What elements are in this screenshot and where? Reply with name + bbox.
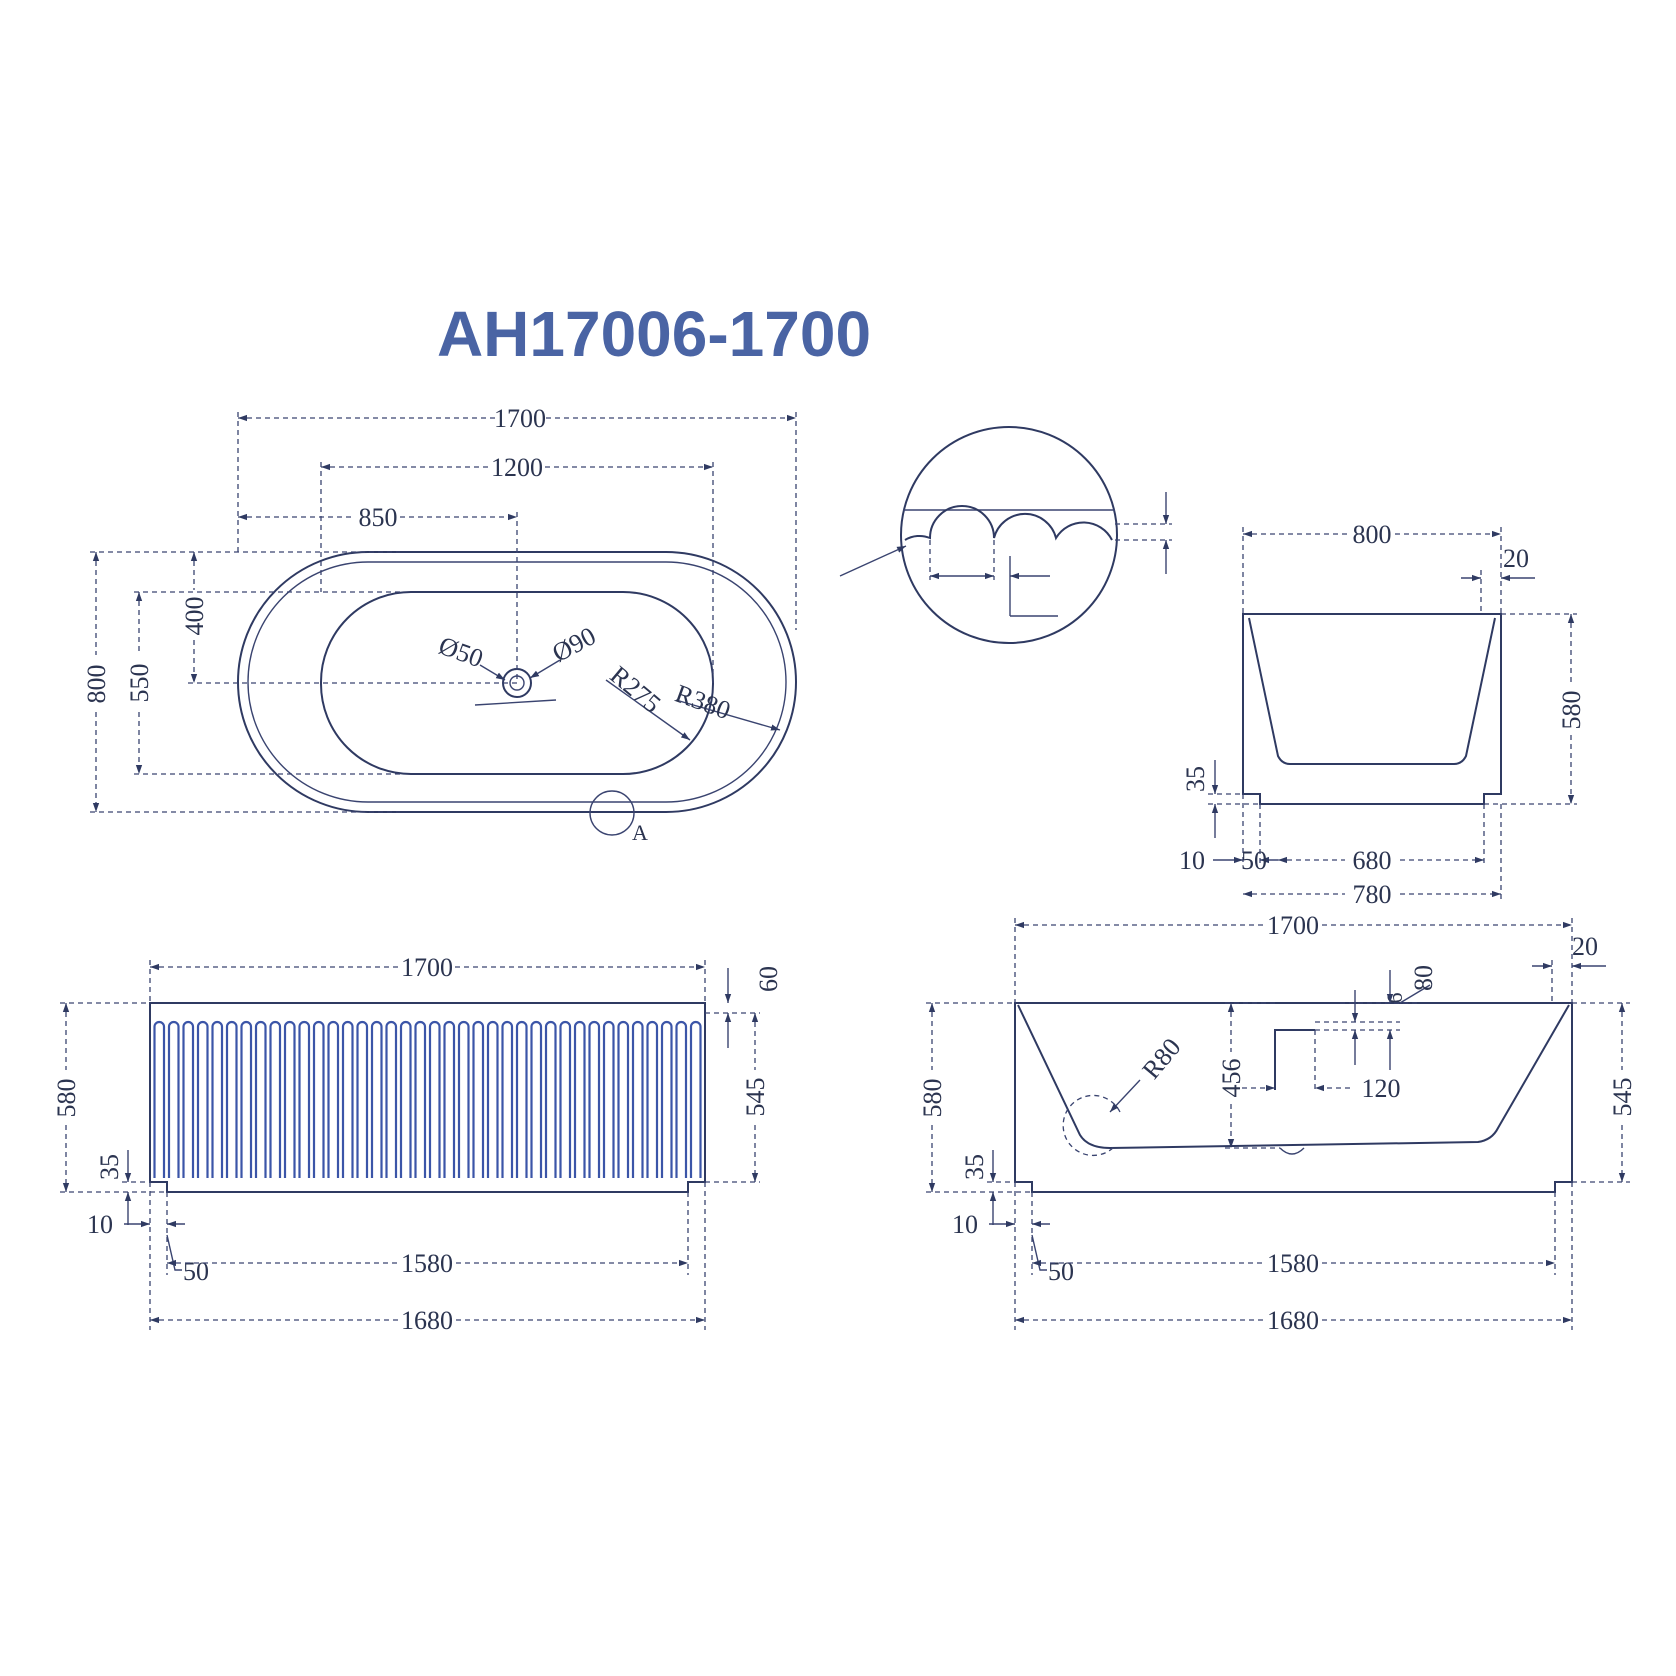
front-foot-offset-dim: 50: [183, 1257, 209, 1286]
flute-groove: [443, 1020, 456, 1178]
section-inner-profile: [1017, 1004, 1570, 1150]
flute-groove: [486, 1020, 499, 1178]
detail-a-label: A: [632, 820, 648, 845]
plan-inner-length-dim: 1200: [491, 453, 543, 482]
section-foot-offset-dim: 50: [1048, 1257, 1074, 1286]
plan-drain-edge-dim: 400: [180, 597, 209, 636]
end-plinth-height-dim: 35: [1181, 766, 1210, 792]
flute-groove: [617, 1020, 630, 1178]
front-base-inner-dim: 1580: [401, 1249, 453, 1278]
flute-groove: [414, 1020, 427, 1178]
overflow-gap-dim: 6: [1382, 993, 1407, 1004]
end-view: 800 20 580 35 10 50 680 780: [1179, 520, 1586, 909]
flute-groove: [341, 1020, 354, 1178]
section-body-height-dim: 545: [1608, 1078, 1637, 1117]
flute-profile: [904, 505, 1113, 541]
end-base-inner-dim: 680: [1353, 846, 1392, 875]
front-rim-height-dim: 60: [754, 966, 783, 992]
flute-groove: [646, 1020, 659, 1178]
end-base-width-dim: 780: [1353, 880, 1392, 909]
front-height-dim: 580: [52, 1079, 81, 1118]
section-view: 1700 20 6 80 456 120 R80 580: [918, 911, 1637, 1335]
plan-length-dim: 1700: [494, 404, 546, 433]
flute-groove: [631, 1020, 644, 1178]
flute-groove: [602, 1020, 615, 1178]
end-rim-offset-dim: 20: [1503, 544, 1529, 573]
flute-groove: [544, 1020, 557, 1178]
flute-groove: [515, 1020, 528, 1178]
flute-groove: [225, 1020, 238, 1178]
flute-groove: [588, 1020, 601, 1178]
front-plinth-height-dim: 35: [95, 1154, 124, 1180]
plan-width-dim: 800: [82, 665, 111, 704]
flute-groove: [283, 1020, 296, 1178]
section-length-dim: 1700: [1267, 911, 1319, 940]
front-base-length-dim: 1680: [401, 1306, 453, 1335]
flute-groove: [167, 1020, 180, 1178]
drain-diameter-label: Ø50: [435, 631, 487, 674]
plan-inner-width-dim: 550: [125, 664, 154, 703]
flute-groove: [660, 1020, 673, 1178]
flute-groove: [269, 1020, 282, 1178]
plan-view: A 1700 1200 850 800 550 400: [82, 404, 797, 845]
section-base-length-dim: 1680: [1267, 1306, 1319, 1335]
section-inner-depth-dim: 456: [1217, 1059, 1246, 1098]
section-rim-offset-dim: 20: [1572, 932, 1598, 961]
flute-groove: [356, 1020, 369, 1178]
end-inner-profile: [1248, 617, 1496, 765]
flute-groove: [370, 1020, 383, 1178]
flute-groove: [240, 1020, 253, 1178]
flute-groove: [457, 1020, 470, 1178]
drain-outer-diameter-label: Ø90: [547, 621, 600, 668]
flute-groove: [501, 1020, 514, 1178]
detail-a-view: [839, 426, 1172, 644]
detail-circle: [900, 426, 1118, 644]
inner-radius-label: R275: [605, 660, 667, 718]
section-height-dim: 580: [918, 1079, 947, 1118]
flute-groove: [153, 1020, 166, 1178]
overflow-size-dim: 80: [1409, 965, 1438, 991]
flute-groove: [182, 1020, 195, 1178]
front-length-dim: 1700: [401, 953, 453, 982]
flute-groove: [530, 1020, 543, 1178]
flute-groove: [196, 1020, 209, 1178]
flute-groove: [312, 1020, 325, 1178]
flute-groove: [254, 1020, 267, 1178]
end-outline: [1242, 613, 1502, 805]
section-plinth-inset-dim: 10: [952, 1210, 978, 1239]
front-outline: [149, 1002, 706, 1193]
section-plinth-height-dim: 35: [960, 1154, 989, 1180]
end-plinth-inset-dim: 10: [1179, 846, 1205, 875]
flute-groove: [559, 1020, 572, 1178]
plan-drain-offset-dim: 850: [359, 503, 398, 532]
section-drain: [1279, 1147, 1305, 1155]
section-base-inner-dim: 1580: [1267, 1249, 1319, 1278]
flute-groove: [428, 1020, 441, 1178]
front-body-height-dim: 545: [741, 1078, 770, 1117]
flute-groove: [298, 1020, 311, 1178]
flute-groove: [472, 1020, 485, 1178]
outer-radius-label: R380: [671, 679, 734, 726]
drawing-title: AH17006-1700: [437, 298, 871, 370]
flute-groove: [573, 1020, 586, 1178]
overflow-profile: [1274, 1029, 1315, 1090]
end-top-width-dim: 800: [1353, 520, 1392, 549]
front-view: 1700 60 580 545 35 10 50 1580 1680: [52, 953, 783, 1335]
section-inner-radius-label: R80: [1136, 1033, 1186, 1085]
flute-groove: [385, 1020, 398, 1178]
flute-groove: [327, 1020, 340, 1178]
detail-a-callout-circle: [589, 790, 635, 836]
flute-groove: [675, 1020, 688, 1178]
end-height-dim: 580: [1557, 691, 1586, 730]
flute-groove: [211, 1020, 224, 1178]
section-outline: [1014, 1002, 1573, 1193]
flute-groove: [689, 1020, 702, 1178]
overflow-width-dim: 120: [1362, 1074, 1401, 1103]
end-foot-offset-dim: 50: [1241, 846, 1267, 875]
flute-groove: [399, 1020, 412, 1178]
front-plinth-inset-dim: 10: [87, 1210, 113, 1239]
fluted-panel: [153, 1020, 702, 1178]
